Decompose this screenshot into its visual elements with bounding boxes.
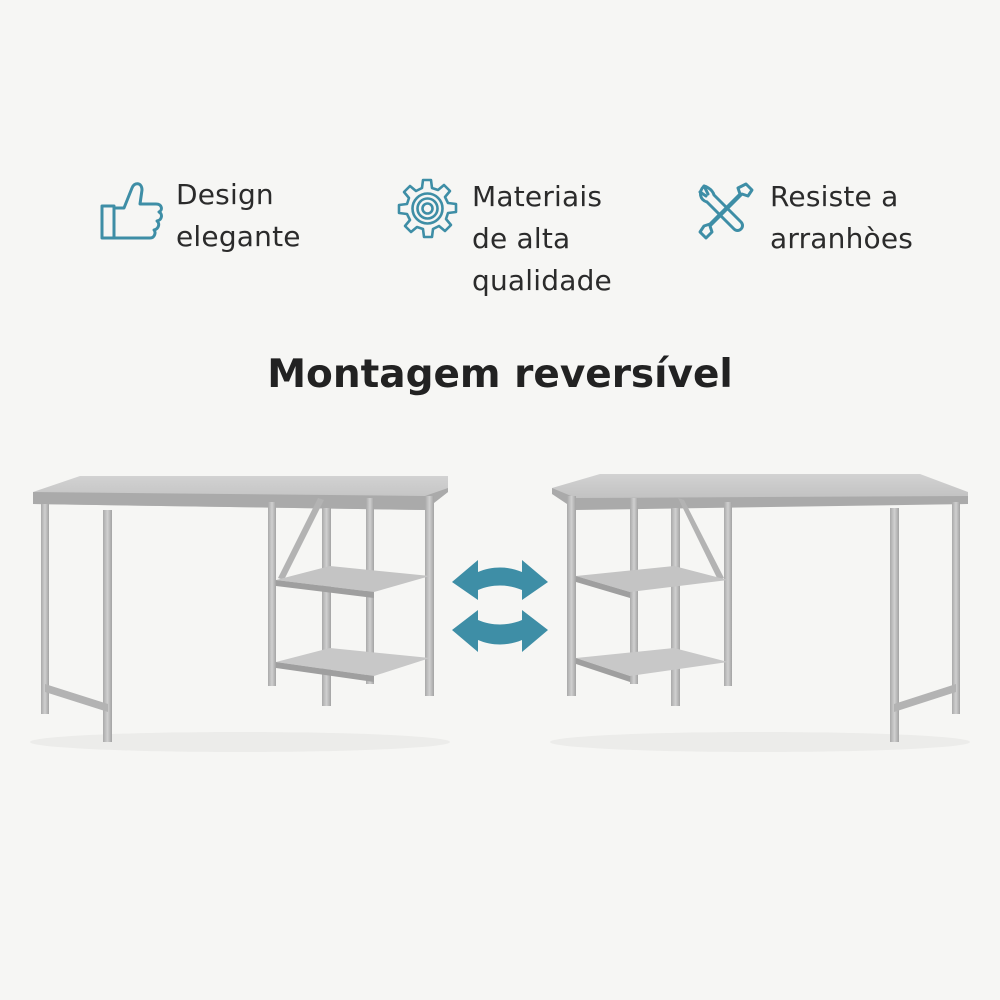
feature-materials-line-3: qualidade <box>472 264 612 297</box>
feature-design-line-2: elegante <box>176 220 301 253</box>
tools-icon <box>690 176 760 246</box>
swap-arrows-icon <box>452 560 548 652</box>
feature-materials-line-1: Materiais <box>472 180 603 213</box>
thumbs-up-icon <box>96 174 166 244</box>
feature-materials-label: Materiais de alta qualidade <box>472 176 612 302</box>
feature-design-label: Design elegante <box>176 174 301 258</box>
desk-left <box>30 476 450 752</box>
feature-scratch-label: Resiste a arranhòes <box>770 176 913 260</box>
desk-right <box>550 474 970 752</box>
feature-materials-line-2: de alta <box>472 222 571 255</box>
page-title: Montagem reversível <box>267 352 733 397</box>
gear-icon <box>392 176 462 246</box>
feature-scratch-resistant: Resiste a arranhòes <box>690 176 913 260</box>
feature-materials: Materiais de alta qualidade <box>392 176 612 302</box>
feature-scratch-line-2: arranhòes <box>770 222 914 255</box>
feature-scratch-line-1: Resiste a <box>770 180 899 213</box>
feature-design-line-1: Design <box>176 178 274 211</box>
feature-design: Design elegante <box>96 174 301 258</box>
